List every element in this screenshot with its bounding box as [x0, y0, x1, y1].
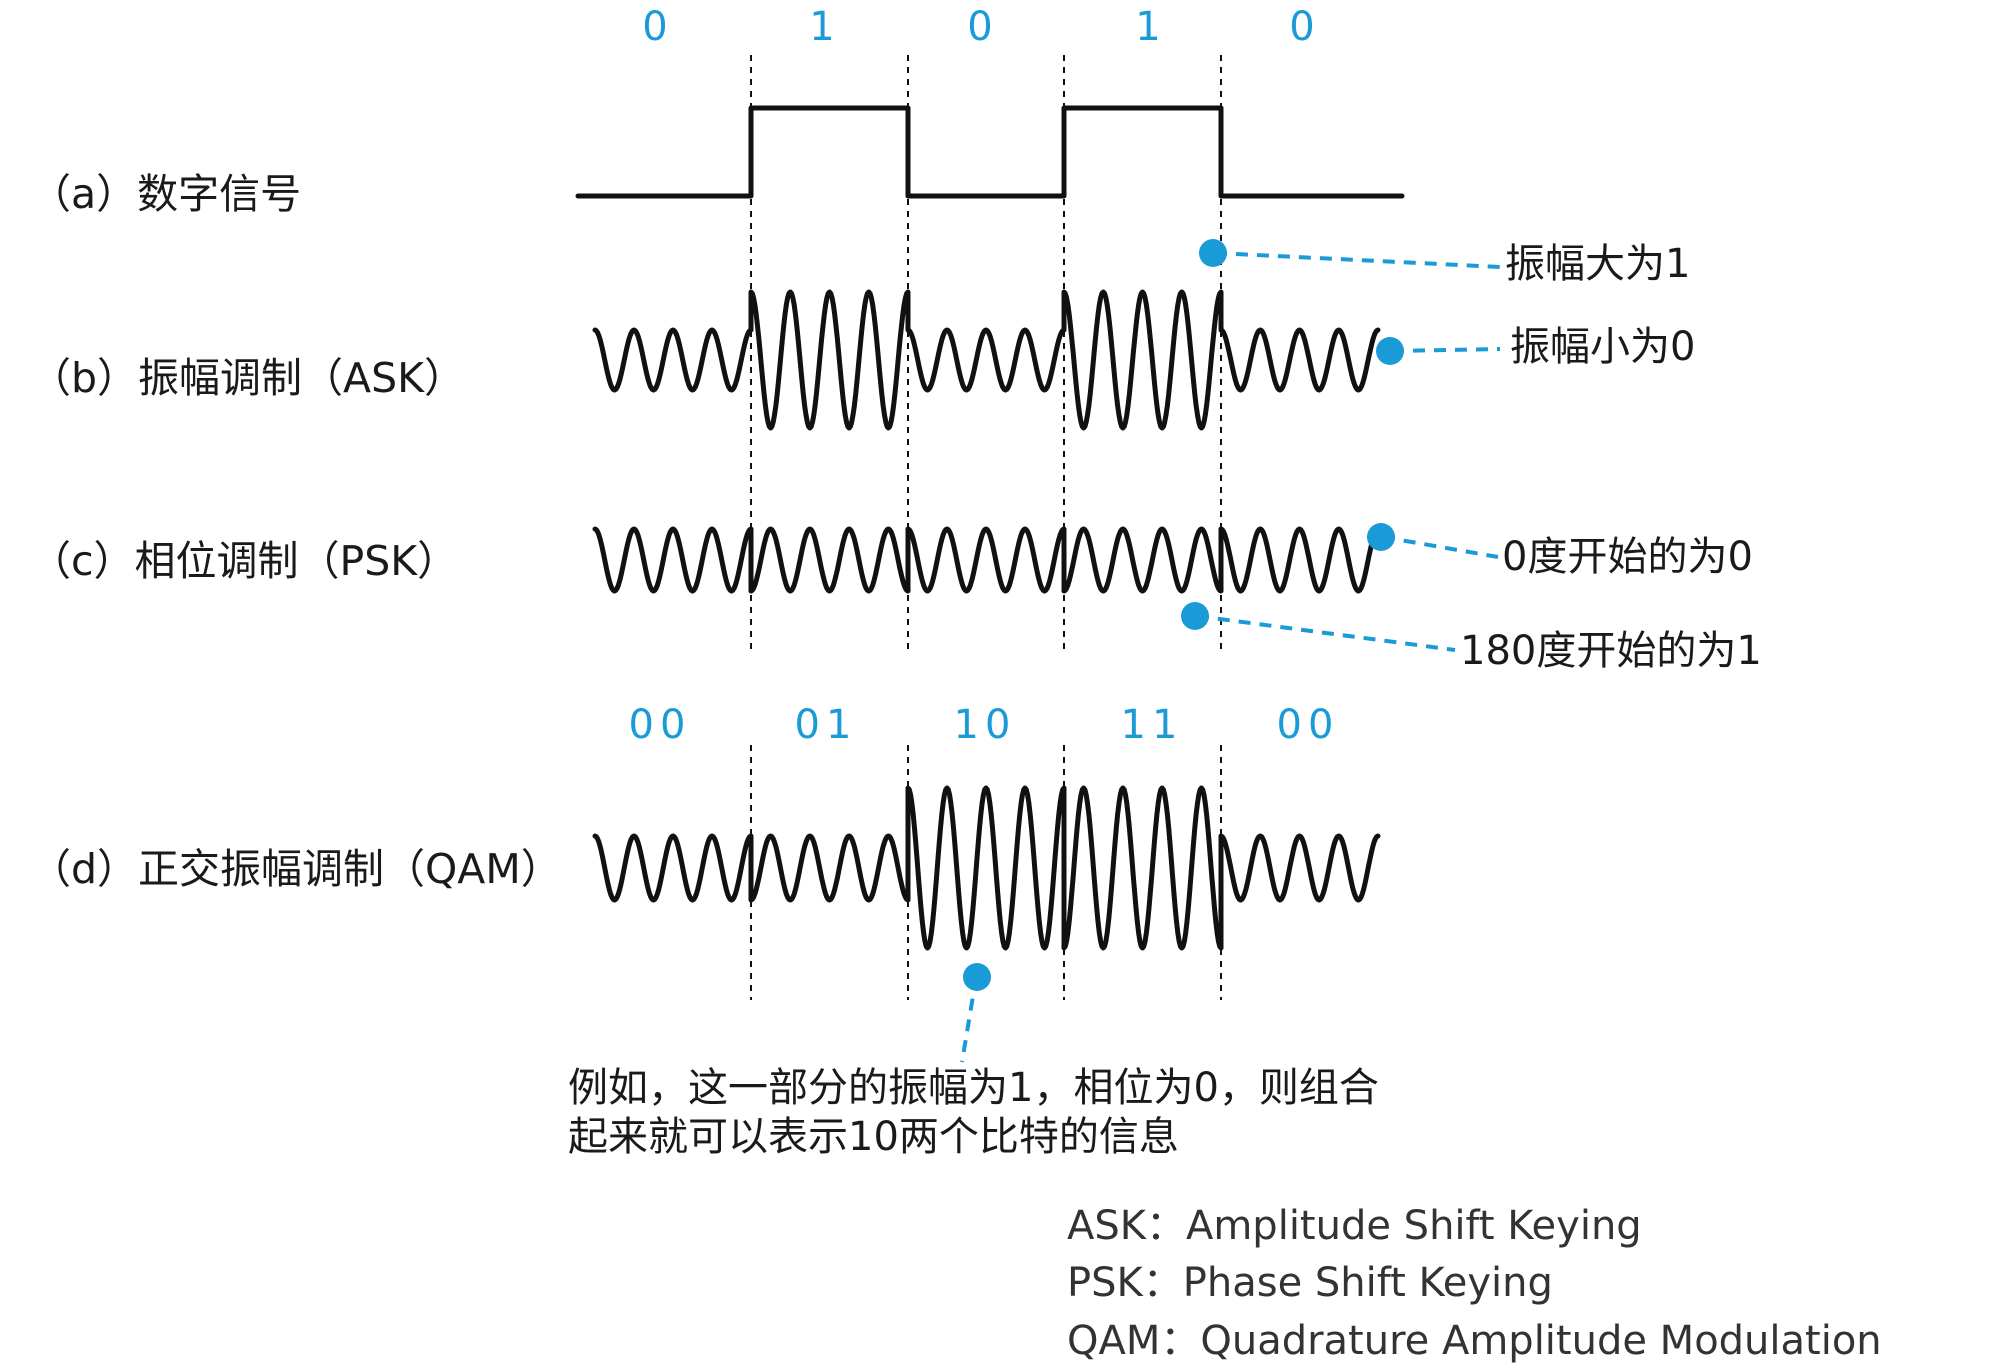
legend: ASK：Amplitude Shift Keying PSK：Phase Shi… — [1067, 1203, 1882, 1364]
callout-ask-high: 振幅大为1 — [1199, 239, 1690, 287]
legend-psk: PSK：Phase Shift Keying — [1067, 1260, 1553, 1306]
top-bit-label: 1 — [1135, 4, 1166, 50]
callout-dot — [1376, 337, 1404, 365]
callout-text-ask-low: 振幅小为0 — [1510, 324, 1695, 370]
callout-psk-zero: 0度开始的为0 — [1367, 523, 1753, 580]
qam-note-line2: 起来就可以表示10两个比特的信息 — [568, 1114, 1179, 1160]
callout-line — [1196, 614, 1456, 652]
top-bit-labels: 0 1 0 1 0 — [642, 4, 1320, 50]
qam-bit-label: 01 — [795, 702, 858, 748]
qam-bit-label: 10 — [954, 702, 1017, 748]
top-bit-label: 0 — [967, 4, 998, 50]
callout-dot — [1367, 523, 1395, 551]
callout-line — [960, 977, 978, 1063]
callout-text-psk-180: 180度开始的为1 — [1460, 628, 1762, 674]
callout-text-ask-high: 振幅大为1 — [1505, 241, 1690, 287]
callout-psk-180: 180度开始的为1 — [1181, 602, 1762, 674]
callout-dot — [1181, 602, 1209, 630]
top-bit-label: 0 — [642, 4, 673, 50]
callout-line — [1382, 535, 1499, 559]
callout-ask-low: 振幅小为0 — [1376, 324, 1695, 370]
row-label-psk: （c）相位调制（PSK） — [30, 537, 458, 585]
qam-bit-label: 00 — [1277, 702, 1340, 748]
callout-line — [1391, 347, 1501, 353]
digital-signal-wave — [575, 105, 1405, 199]
callout-dot — [963, 963, 991, 991]
top-bit-label: 0 — [1289, 4, 1320, 50]
qam-bit-label: 11 — [1121, 702, 1184, 748]
ask-wave — [592, 289, 1381, 431]
row-label-qam: （d）正交振幅调制（QAM） — [30, 845, 562, 893]
callout-qam: 例如，这一部分的振幅为1，相位为0，则组合 起来就可以表示10两个比特的信息 — [568, 963, 1379, 1160]
callout-dot — [1199, 239, 1227, 267]
callout-line — [1214, 251, 1501, 269]
qam-wave — [592, 785, 1381, 951]
top-bit-label: 1 — [809, 4, 840, 50]
qam-note-line1: 例如，这一部分的振幅为1，相位为0，则组合 — [568, 1065, 1379, 1111]
qam-bit-label: 00 — [629, 702, 692, 748]
legend-ask: ASK：Amplitude Shift Keying — [1067, 1203, 1642, 1249]
psk-wave — [592, 526, 1381, 594]
legend-qam: QAM：Quadrature Amplitude Modulation — [1067, 1318, 1882, 1364]
callout-text-psk-zero: 0度开始的为0 — [1502, 534, 1753, 580]
row-label-ask: （b）振幅调制（ASK） — [30, 354, 465, 402]
qam-bit-labels: 00 01 10 11 00 — [629, 702, 1340, 748]
row-label-digital: （a）数字信号 — [30, 170, 301, 218]
